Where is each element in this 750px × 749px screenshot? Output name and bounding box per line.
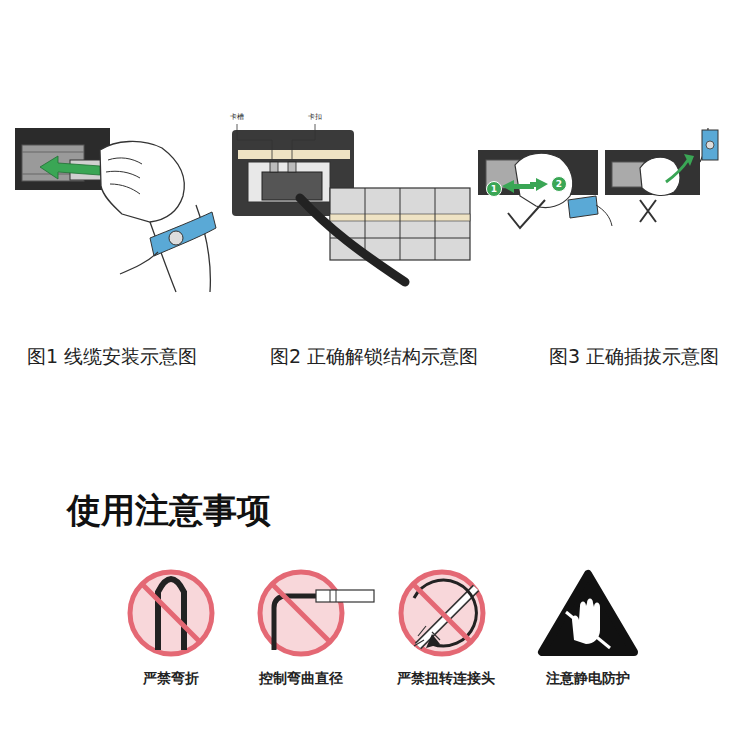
icon-caption: 注意静电防护 — [546, 670, 630, 687]
icon-caption: 严禁扭转连接头 — [397, 670, 495, 687]
callout-number: 2 — [551, 176, 567, 192]
no-twist-icon — [401, 572, 483, 654]
esd-warning-icon — [542, 574, 634, 652]
callout-text: 2 — [556, 180, 562, 189]
callout-text: 1 — [491, 185, 497, 194]
wrong-plug-figure — [605, 128, 718, 222]
bend-radius-icon — [260, 572, 374, 654]
callout-number: 1 — [486, 181, 502, 197]
part-name: 卡扣 — [308, 113, 322, 121]
no-bend-icon — [130, 572, 212, 654]
icon-caption: 严禁弯折 — [143, 670, 199, 687]
cable-install-figure — [15, 128, 216, 292]
figure-caption: 图2 正确解锁结构示意图 — [270, 345, 478, 368]
figure-caption: 图1 线缆安装示意图 — [27, 345, 197, 368]
unlock-structure-figure — [232, 124, 470, 282]
part-name: 卡槽 — [230, 113, 244, 121]
figure-caption: 图3 正确插拔示意图 — [549, 345, 719, 368]
correct-plug-figure — [478, 150, 612, 228]
section-title: 使用注意事项 — [67, 490, 271, 531]
icon-caption: 控制弯曲直径 — [259, 670, 343, 687]
